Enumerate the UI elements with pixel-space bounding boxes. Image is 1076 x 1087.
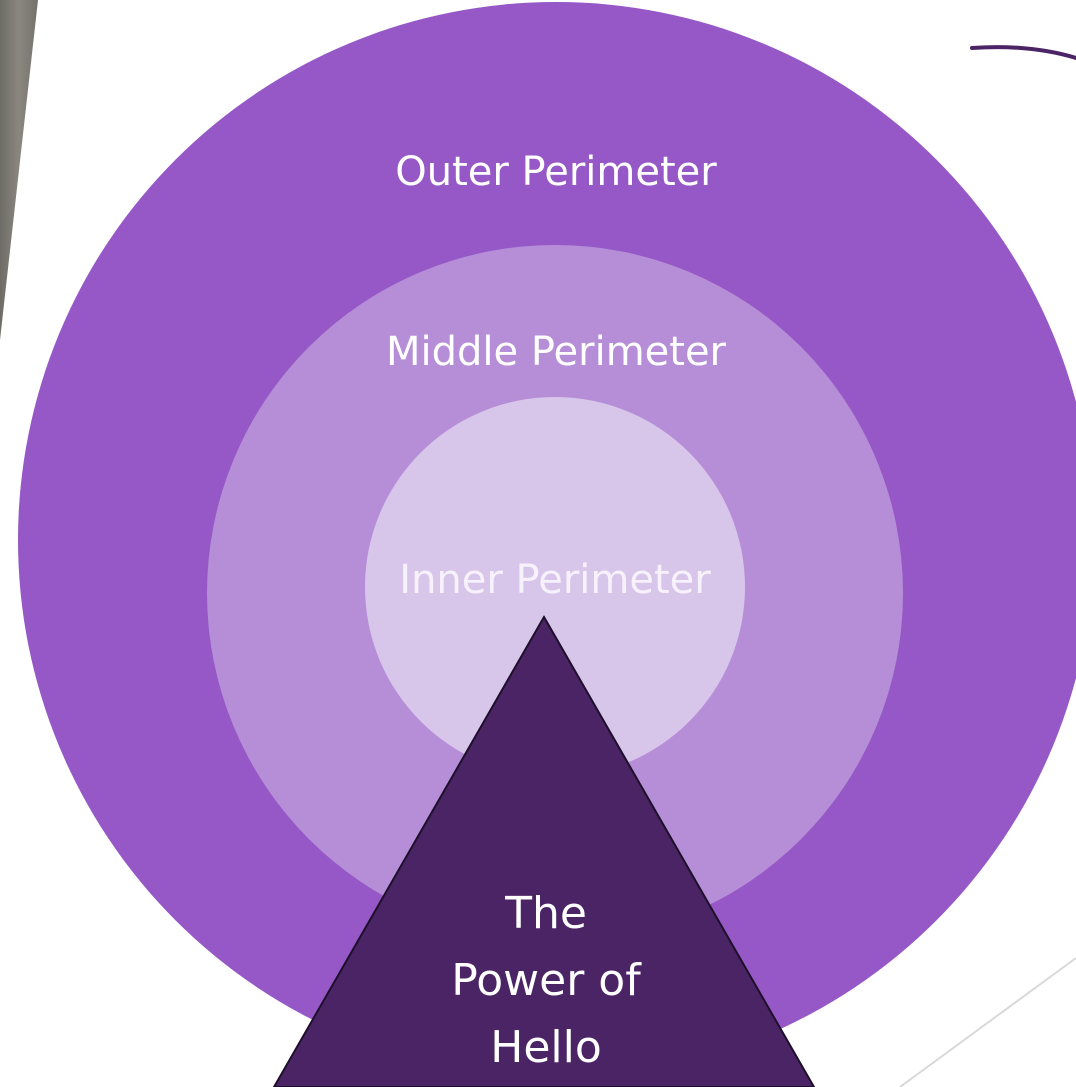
power-of-hello-triangle (272, 614, 816, 1087)
inner-perimeter-label: Inner Perimeter (399, 557, 711, 603)
triangle-line-1: The (504, 888, 587, 939)
decorative-line (899, 957, 1076, 1087)
top-right-arc-accent (970, 45, 1076, 60)
outer-perimeter-label: Outer Perimeter (395, 149, 717, 195)
left-photo-strip (0, 0, 38, 340)
triangle-line-3: Hello (490, 1022, 602, 1073)
middle-perimeter-label: Middle Perimeter (386, 329, 727, 375)
inner-perimeter-ring (365, 397, 745, 777)
triangle-line-2: Power of (451, 955, 642, 1006)
